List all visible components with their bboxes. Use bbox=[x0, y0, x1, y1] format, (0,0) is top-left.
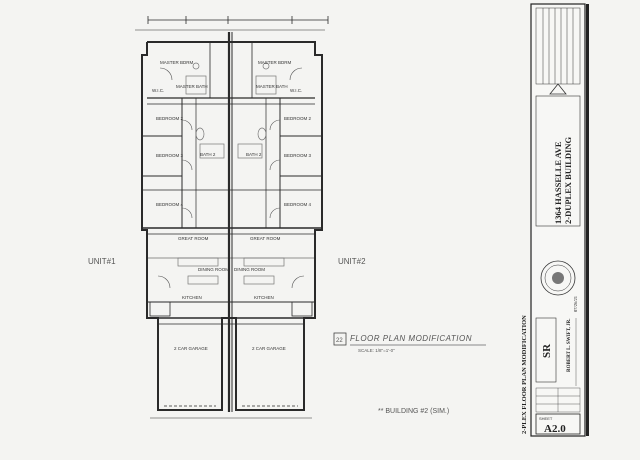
room-dining-room-2: DINING ROOM bbox=[234, 267, 265, 272]
room-kitchen-1: KITCHEN bbox=[182, 295, 202, 300]
unit-1-label: UNIT#1 bbox=[88, 257, 116, 266]
room-bedroom-2-1: BEDROOM 2 bbox=[156, 116, 184, 121]
sheet-label: SHEET bbox=[539, 416, 553, 421]
room-garage-1: 2 CAR GARAGE bbox=[174, 346, 208, 351]
architect-name: ROBERT L. SWIFT, JR. bbox=[567, 318, 572, 372]
section-number: 22 bbox=[336, 338, 343, 344]
room-bedroom-4-1: BEDROOM 4 bbox=[156, 202, 184, 207]
sheet-title: 2-PLEX FLOOR PLAN MODIFICATION bbox=[521, 315, 528, 434]
room-bedroom-4-2: BEDROOM 4 bbox=[284, 202, 312, 207]
info-grid bbox=[535, 387, 581, 413]
building-note: ** BUILDING #2 (SIM.) bbox=[378, 408, 449, 415]
room-great-room-1: GREAT ROOM bbox=[178, 236, 209, 241]
address-line2: 2-DUPLEX BUILDING bbox=[563, 136, 573, 224]
room-bedroom-3-2: BEDROOM 3 bbox=[284, 153, 312, 158]
seal-date: 07/26/21 bbox=[573, 296, 578, 312]
unit-2-label: UNIT#2 bbox=[338, 257, 366, 266]
room-great-room-2: GREAT ROOM bbox=[250, 236, 281, 241]
drawing-title-text: FLOOR PLAN MODIFICATION bbox=[350, 334, 472, 343]
room-master-bath-2: MASTER BATH bbox=[256, 84, 288, 89]
room-kitchen-2: KITCHEN bbox=[254, 295, 274, 300]
room-dining-room-1: DINING ROOM bbox=[198, 267, 229, 272]
architect-seal bbox=[540, 260, 576, 296]
room-bath-2-1: BATH 2 bbox=[200, 152, 216, 157]
plumbing-fixtures bbox=[177, 62, 285, 285]
title-block: 1364 HASSELLE AVE 2-DUPLEX BUILDING 07/2… bbox=[530, 3, 589, 437]
revision-block bbox=[535, 7, 581, 95]
room-master-bdrm-1: MASTER BDRM bbox=[160, 60, 194, 65]
room-bedroom-3-1: BEDROOM 3 bbox=[156, 153, 184, 158]
room-labels: MASTER BDRM MASTER BDRM MASTER BATH MAST… bbox=[152, 60, 312, 351]
scale-text: SCALE: 1/8"=1'-0" bbox=[358, 348, 395, 353]
sheet-number: A2.0 bbox=[544, 423, 566, 435]
door-swings bbox=[157, 67, 305, 289]
room-garage-2: 2 CAR GARAGE bbox=[252, 346, 286, 351]
room-master-bath-1: MASTER BATH bbox=[176, 84, 208, 89]
room-master-bdrm-2: MASTER BDRM bbox=[258, 60, 292, 65]
building-outline bbox=[135, 16, 329, 419]
room-wic-1: W.I.C. bbox=[152, 88, 164, 93]
room-bath-2-2: BATH 2 bbox=[246, 152, 262, 157]
firm-initials: SR bbox=[541, 343, 553, 358]
address-line1: 1364 HASSELLE AVE bbox=[553, 141, 563, 224]
room-wic-2: W.I.C. bbox=[290, 88, 302, 93]
room-bedroom-2-2: BEDROOM 2 bbox=[284, 116, 312, 121]
drawing-title: 22 FLOOR PLAN MODIFICATION SCALE: 1/8"=1… bbox=[333, 332, 486, 415]
